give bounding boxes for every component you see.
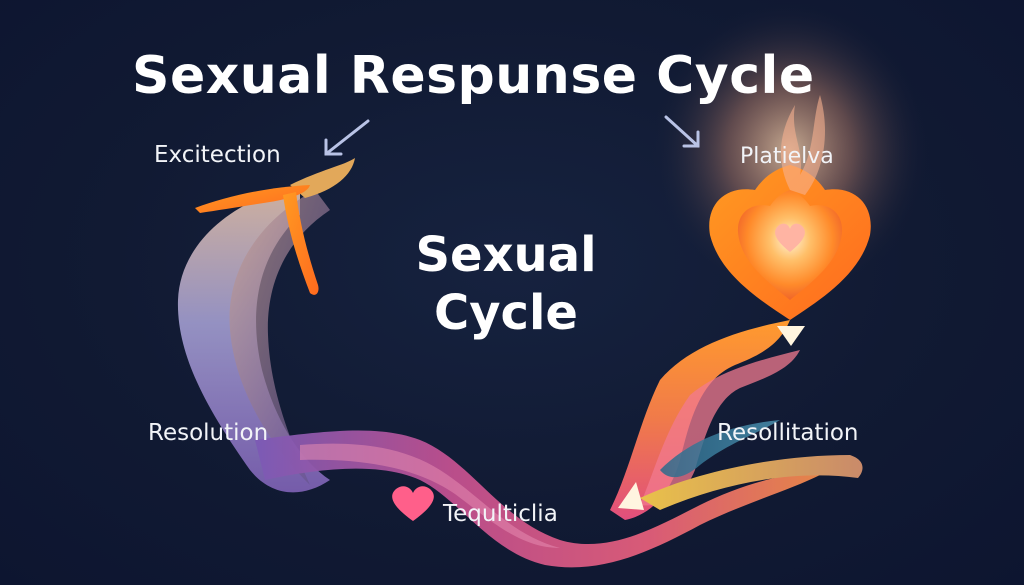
center-label: Sexual Cycle	[406, 226, 606, 342]
left-ribbon-shade	[229, 190, 330, 485]
center-label-line1: Sexual	[415, 227, 597, 283]
diagram-title: Sexual Respunse Cycle	[132, 46, 815, 106]
arrow-marker-right	[777, 326, 805, 346]
arrow-icon-left	[324, 119, 370, 156]
orange-stroke-vertical	[283, 192, 319, 295]
heart-icon-flame	[775, 223, 805, 252]
orange-stroke-horizontal	[195, 185, 310, 213]
flame-wisp	[780, 95, 825, 195]
right-tail	[640, 455, 863, 510]
heart-icon-bottom	[392, 486, 434, 521]
right-teal-band	[660, 420, 780, 478]
center-label-line2: Cycle	[434, 285, 578, 341]
stage-label-top-left: Excitection	[154, 142, 281, 168]
stage-label-left: Resolution	[148, 420, 269, 446]
stage-label-bottom: Tequlticlia	[443, 501, 558, 527]
stage-label-right: Resollitation	[717, 420, 859, 446]
bottom-ribbon-highlight	[300, 443, 560, 548]
stage-label-top-right: Platielva	[740, 144, 834, 169]
arrow-marker-bottom	[618, 482, 644, 510]
arrow-icon-right	[664, 115, 700, 148]
